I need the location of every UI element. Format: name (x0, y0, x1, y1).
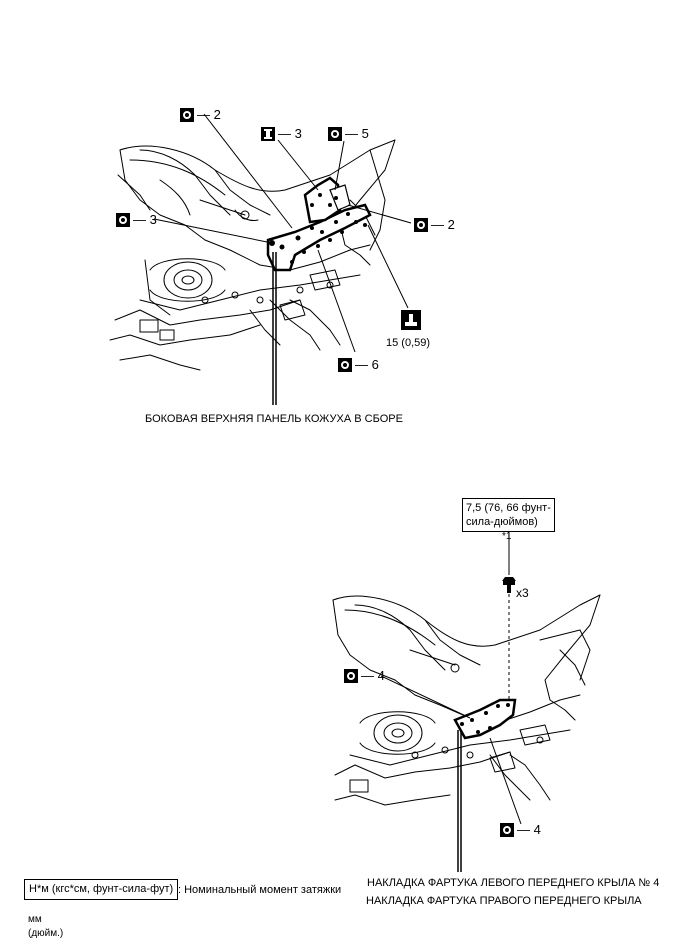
bar-part-icon (261, 126, 275, 141)
legend-unit-mm: мм (28, 914, 42, 925)
callout-lower-4-left: — 4 (344, 668, 385, 683)
callout-upper-3-left: — 3 (116, 212, 157, 227)
callout-upper-6: — 6 (338, 357, 379, 372)
circle-part-icon (344, 668, 358, 683)
circle-part-icon (500, 822, 514, 837)
circle-part-icon (338, 357, 352, 372)
legend-torque-description: : Номинальный момент затяжки (178, 884, 342, 896)
callout-lower-4-bottom: — 4 (500, 822, 541, 837)
upper-torque-value: 15 (0,59) (386, 337, 431, 349)
circle-part-icon (328, 126, 342, 141)
lower-torque-box: 7,5 (76, 66 фунт- сила-дюймов) (462, 498, 555, 532)
upper-part-label: БОКОВАЯ ВЕРХНЯЯ ПАНЕЛЬ КОЖУХА В СБОРЕ (145, 413, 403, 425)
lower-part-label-2: НАКЛАДКА ФАРТУКА ПРАВОГО ПЕРЕДНЕГО КРЫЛА (366, 895, 642, 907)
callout-upper-2-right: — 2 (414, 217, 455, 232)
legend-unit-inch: (дюйм.) (28, 928, 64, 939)
circle-part-icon (180, 107, 194, 122)
circle-part-icon (414, 217, 428, 232)
callout-upper-3-bar: — 3 (261, 126, 302, 141)
callout-upper-2-top: — 2 (180, 107, 221, 122)
lower-bolt-quantity: x3 (516, 586, 529, 600)
lower-part-label-1: НАКЛАДКА ФАРТУКА ЛЕВОГО ПЕРЕДНЕГО КРЫЛА … (367, 877, 660, 889)
legend-torque-units-box: Н*м (кгс*см, фунт-сила-фут) (24, 879, 179, 900)
lower-footnote-marker: *1 (502, 531, 512, 542)
circle-part-icon (116, 212, 130, 227)
bolt-icon (502, 577, 516, 593)
callout-upper-5: — 5 (328, 126, 369, 141)
